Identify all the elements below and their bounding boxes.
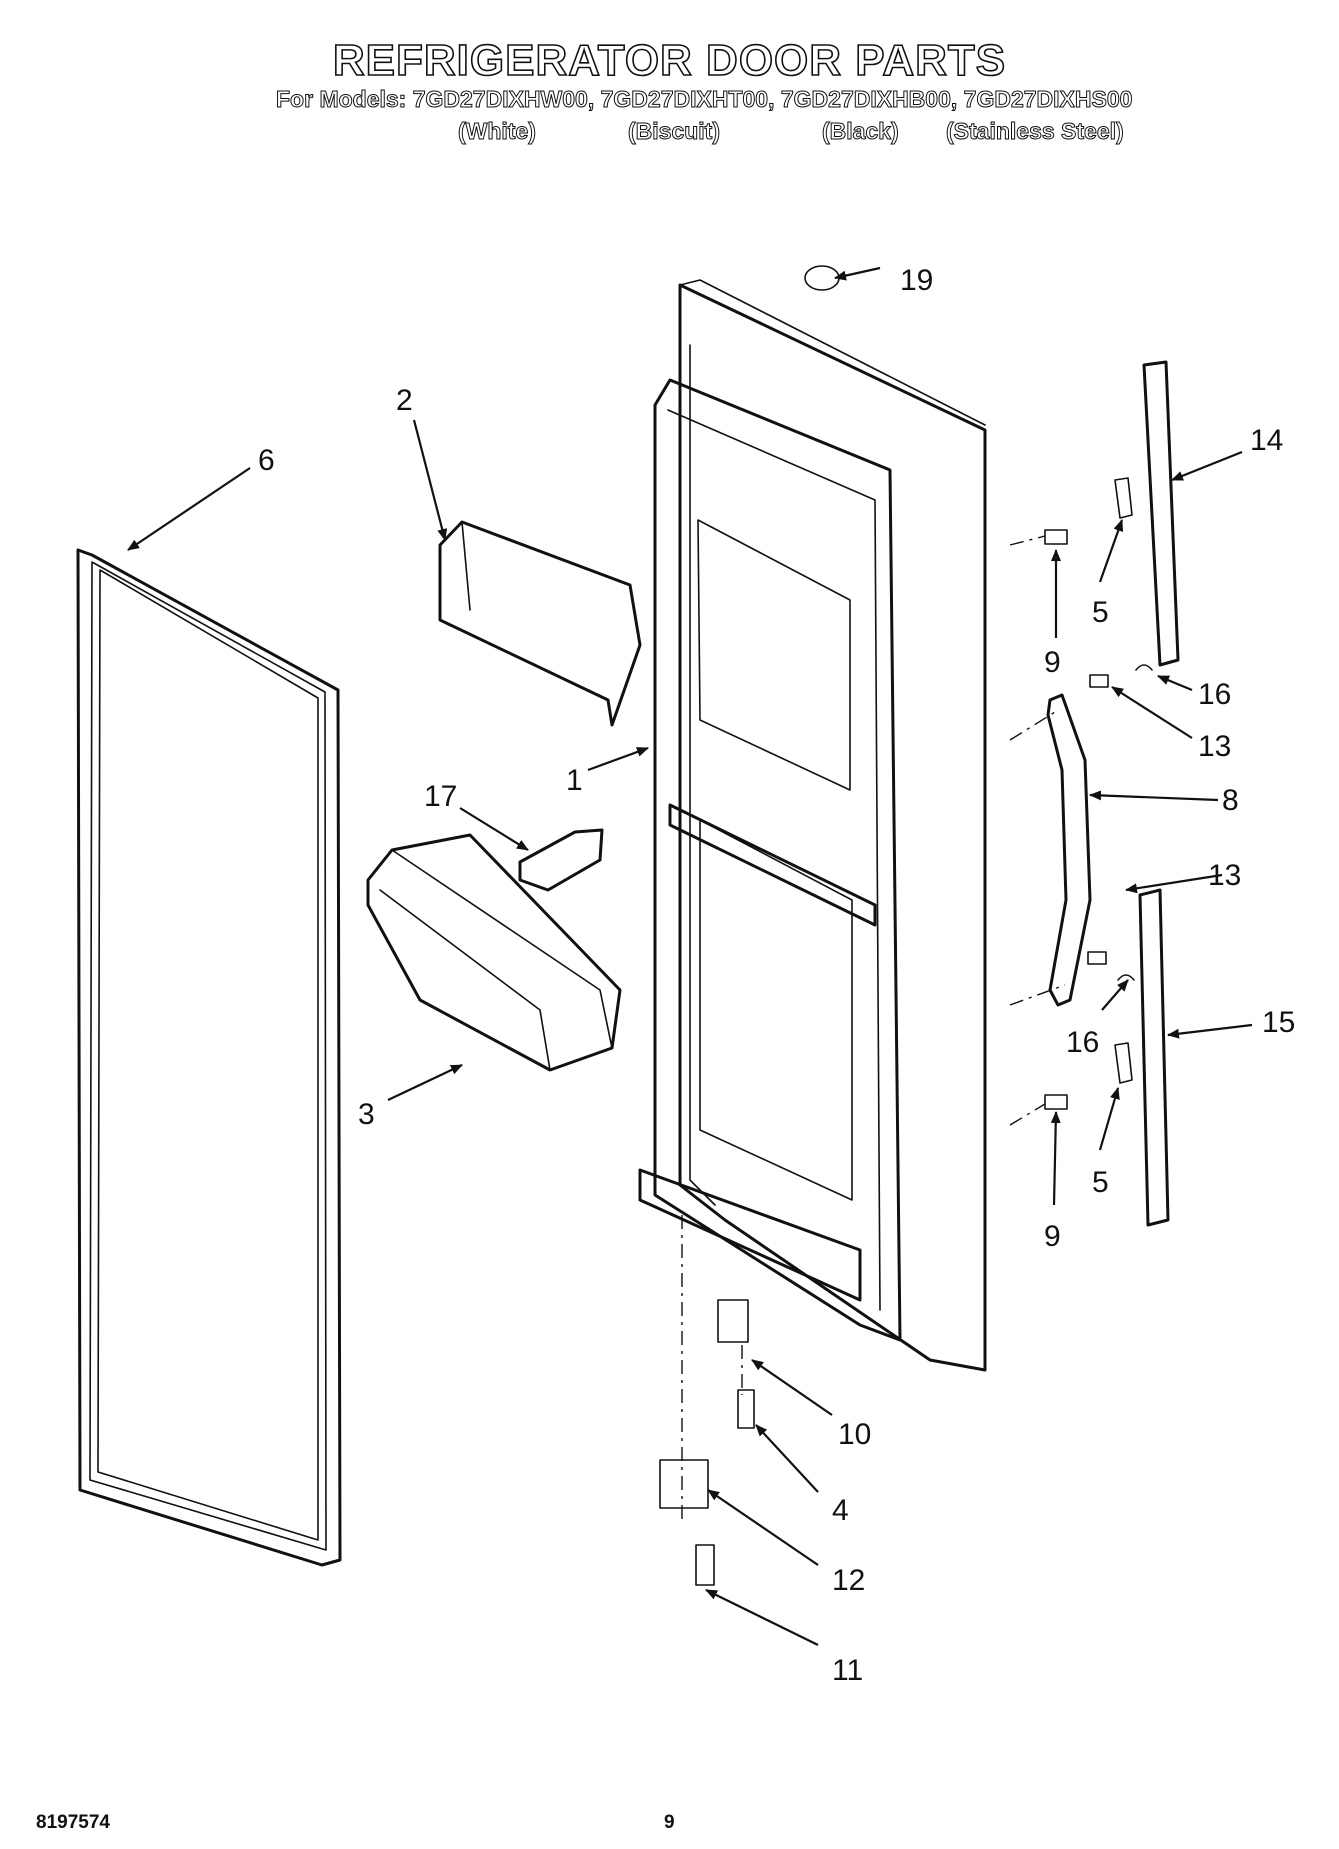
callout-15: 15 (1262, 1006, 1295, 1039)
callout-labels: 19 2 6 1 17 3 14 5 9 16 13 8 13 16 15 5 … (258, 264, 1295, 1687)
door-bin (366, 833, 622, 1072)
models-line: For Models: 7GD27DIXHW00, 7GD27DIXHT00, … (275, 86, 1133, 113)
part-number: 8197574 (36, 1812, 110, 1833)
dairy-door (438, 520, 642, 727)
color-white: (White) (458, 118, 537, 145)
callout-2: 2 (396, 384, 413, 417)
callout-10: 10 (838, 1418, 871, 1451)
callout-5-upper: 5 (1092, 596, 1109, 629)
color-stainless-steel: (Stainless Steel) (946, 118, 1125, 145)
leader-lines (127, 266, 1253, 1646)
hinge-screw-4 (737, 1389, 755, 1429)
trim-top (1142, 360, 1180, 667)
callout-3: 3 (358, 1098, 375, 1131)
door-handle (1046, 693, 1092, 1007)
hinge-screw-11 (695, 1544, 715, 1586)
screw-13-lower (1087, 951, 1107, 965)
clip-lower (1114, 1042, 1133, 1084)
callout-12: 12 (832, 1564, 865, 1597)
clip-16-lower (1117, 974, 1135, 981)
screw-9-lower (1044, 1094, 1068, 1110)
hinge-pin (717, 1299, 749, 1343)
callout-11: 11 (832, 1654, 863, 1687)
callout-9-lower: 9 (1044, 1220, 1061, 1253)
clip-16-upper (1135, 664, 1153, 671)
callout-9-upper: 9 (1044, 646, 1061, 679)
callout-16-upper: 16 (1198, 678, 1231, 711)
page-number: 9 (664, 1812, 675, 1833)
screw-9-upper (1044, 529, 1068, 545)
callout-5-lower: 5 (1092, 1166, 1109, 1199)
callout-19: 19 (900, 264, 933, 297)
callout-13-lower: 13 (1208, 859, 1241, 892)
callout-14: 14 (1250, 424, 1283, 457)
screw-13-upper (1089, 674, 1109, 688)
door-gasket (76, 548, 342, 1567)
bin-clip (518, 828, 604, 892)
callout-1: 1 (566, 764, 583, 797)
callout-8: 8 (1222, 784, 1239, 817)
color-biscuit: (Biscuit) (628, 118, 721, 145)
door-liner (638, 279, 987, 1372)
page-title: REFRIGERATOR DOOR PARTS (332, 35, 1007, 86)
assembly-lines (681, 535, 1066, 1520)
clip-upper (1114, 477, 1133, 519)
callout-4: 4 (832, 1494, 849, 1527)
callout-17: 17 (424, 780, 457, 813)
callout-13-upper: 13 (1198, 730, 1231, 763)
plug (804, 265, 840, 291)
bottom-hinge (659, 1459, 709, 1509)
callout-6: 6 (258, 444, 275, 477)
trim-bottom (1138, 888, 1170, 1227)
callout-16-lower: 16 (1066, 1026, 1099, 1059)
color-black: (Black) (822, 118, 900, 145)
